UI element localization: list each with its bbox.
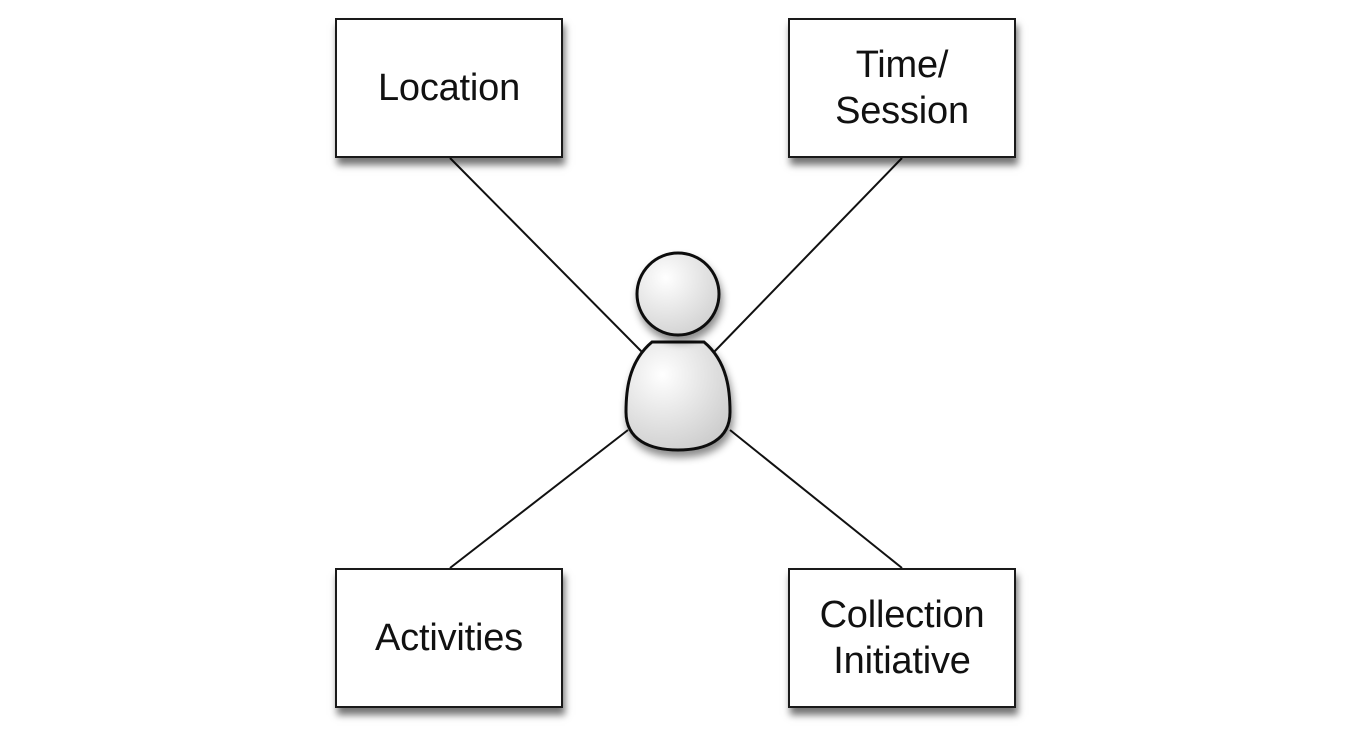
edge-collection-initiative <box>729 429 903 569</box>
collection-initiative-label: Collection Initiative <box>819 594 985 682</box>
edge-time-session <box>713 157 903 353</box>
activities-label: Activities <box>375 617 523 659</box>
time-session-box: Time/ Session <box>788 18 1016 158</box>
person-icon <box>624 251 732 452</box>
collection-initiative-box: Collection Initiative <box>788 568 1016 708</box>
location-box: Location <box>335 18 563 158</box>
person-head <box>635 251 721 337</box>
location-label: Location <box>377 67 521 109</box>
person-body <box>624 340 732 452</box>
edge-activities <box>449 429 629 569</box>
edge-location <box>449 157 643 353</box>
activities-box: Activities <box>335 568 563 708</box>
time-session-label: Time/ Session <box>835 44 969 132</box>
